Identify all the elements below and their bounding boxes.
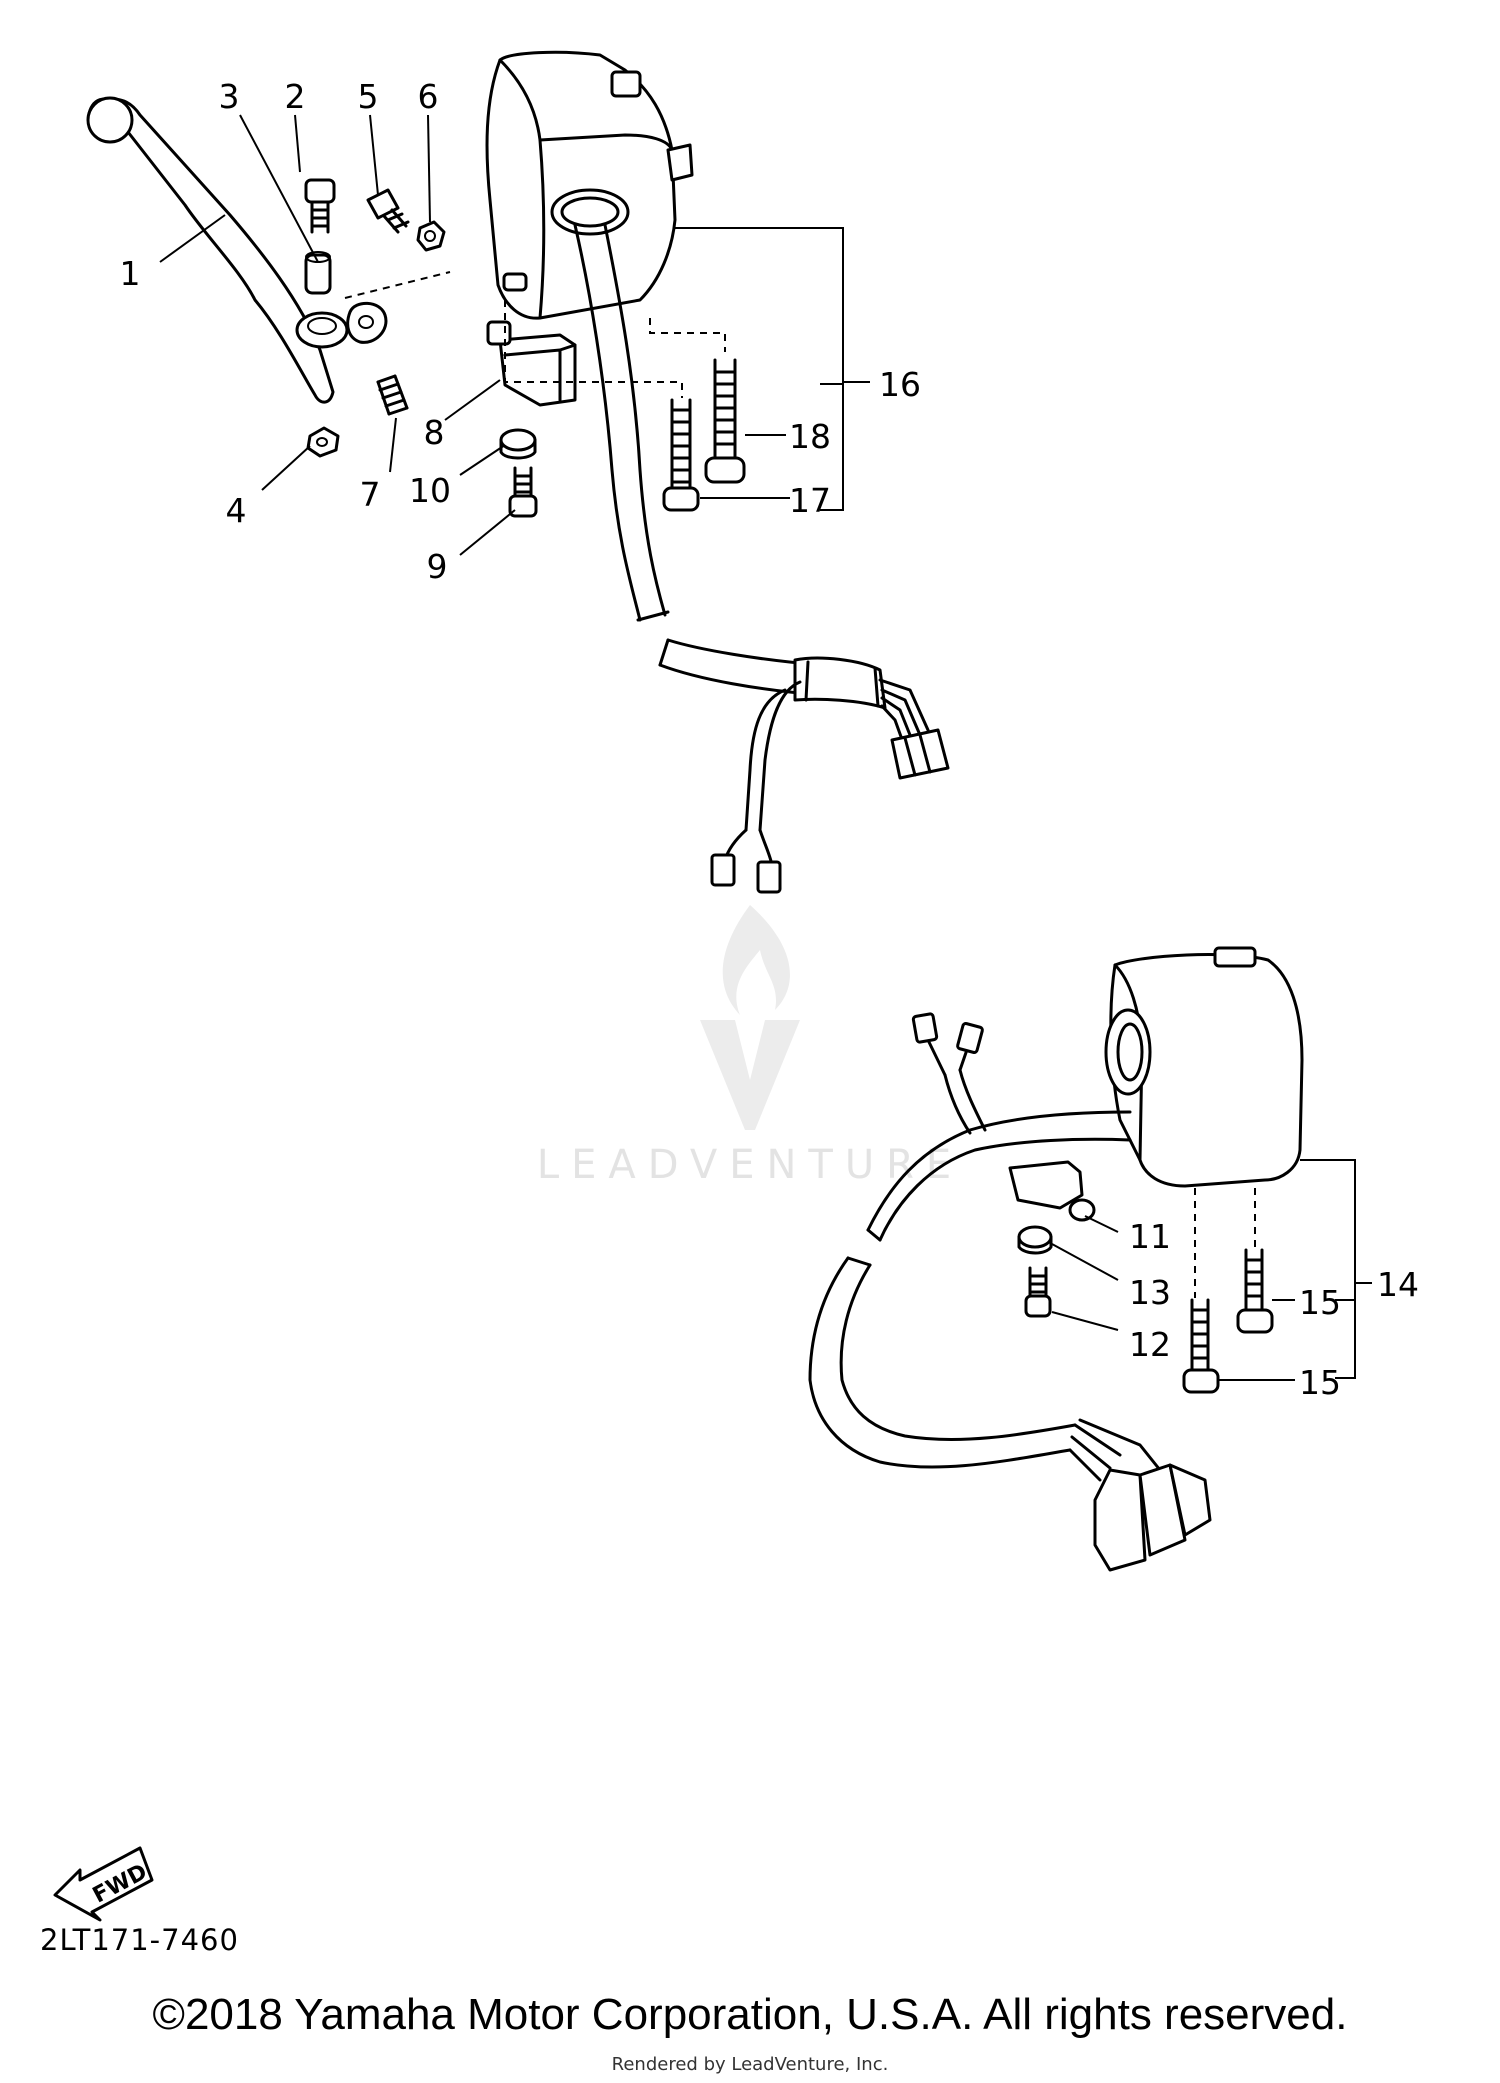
clutch-switch-part [486,320,577,407]
callout-18: 18 [789,417,831,456]
leadventure-watermark: LEADVENTURE [537,905,963,1188]
callout-16: 16 [879,365,921,404]
front-brake-switch-part [1008,1160,1096,1222]
forward-direction-icon: FWD [53,1846,154,1922]
callout-9: 9 [427,547,448,586]
callout-1: 1 [120,254,141,293]
callout-5: 5 [358,77,379,116]
callout-10: 10 [409,471,451,510]
callout-3: 3 [219,77,240,116]
callout-8: 8 [424,413,445,452]
lower-wire-harness [808,1012,1212,1572]
collar-part [304,251,332,295]
callout-15-lower: 15 [1299,1363,1341,1402]
lower-washer-part [1017,1225,1053,1255]
drawing-code: 2LT171-7460 [40,1923,239,1957]
watermark-text: LEADVENTURE [537,1142,963,1188]
callout-13: 13 [1129,1273,1171,1312]
adjuster-screw-part [366,188,410,234]
lower-switch-screw-part [1024,1266,1052,1318]
callout-2: 2 [285,77,306,116]
long-screw-15a-part [1236,1248,1274,1334]
long-screw-15b-part [1182,1298,1220,1394]
washer-part [499,428,537,460]
clutch-lever-part [86,96,388,404]
callout-7: 7 [360,475,381,514]
callout-15-upper: 15 [1299,1283,1341,1322]
long-screw-18-part [704,358,746,484]
spring-part [376,374,409,416]
lever-nut-part [306,426,340,458]
callout-numbers: 1 2 3 4 5 6 7 8 9 10 11 12 13 14 15 15 1… [120,77,1420,1402]
upper-wire-harness [573,223,950,894]
long-screw-17-part [662,398,700,512]
locknut-part [416,220,446,252]
callout-4: 4 [226,491,247,530]
pivot-bolt-part [304,178,336,234]
callout-6: 6 [418,77,439,116]
lower-leader-lines [1051,1159,1372,1381]
left-handlebar-switch-part [485,50,694,320]
upper-leader-lines [159,114,870,556]
callout-12: 12 [1129,1325,1171,1364]
callout-17: 17 [789,481,831,520]
flame-logo-icon [700,905,800,1130]
callout-14: 14 [1377,1265,1419,1304]
right-handlebar-switch-part [1104,946,1304,1188]
rendered-by-note: Rendered by LeadVenture, Inc. [611,2054,889,2075]
copyright-notice: ©2018 Yamaha Motor Corporation, U.S.A. A… [152,1990,1348,2039]
switch-screw-part [508,466,538,518]
callout-11: 11 [1129,1217,1171,1256]
